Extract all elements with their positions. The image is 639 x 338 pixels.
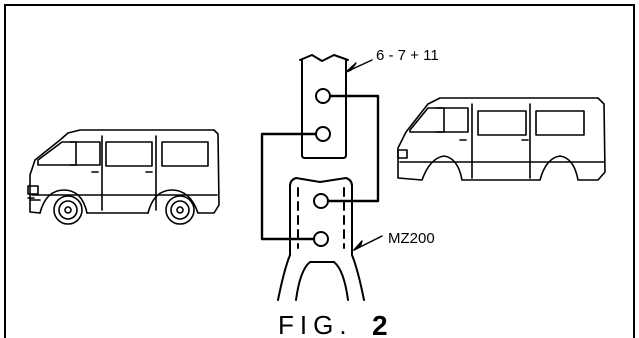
van-right-illustration: [397, 97, 606, 181]
connection-lines: [260, 94, 380, 241]
upper-part-label: 6 - 7 + 11: [376, 47, 439, 64]
van-left-illustration: [27, 129, 220, 225]
figure-number: 2: [372, 310, 388, 338]
upper-pillar-part: [299, 54, 349, 159]
lower-part-label: MZ200: [388, 230, 435, 247]
figure-caption: FIG.: [278, 310, 353, 338]
lower-leader-arrow: [353, 235, 383, 251]
upper-leader-arrow: [345, 59, 373, 73]
figure-frame: [4, 4, 635, 338]
